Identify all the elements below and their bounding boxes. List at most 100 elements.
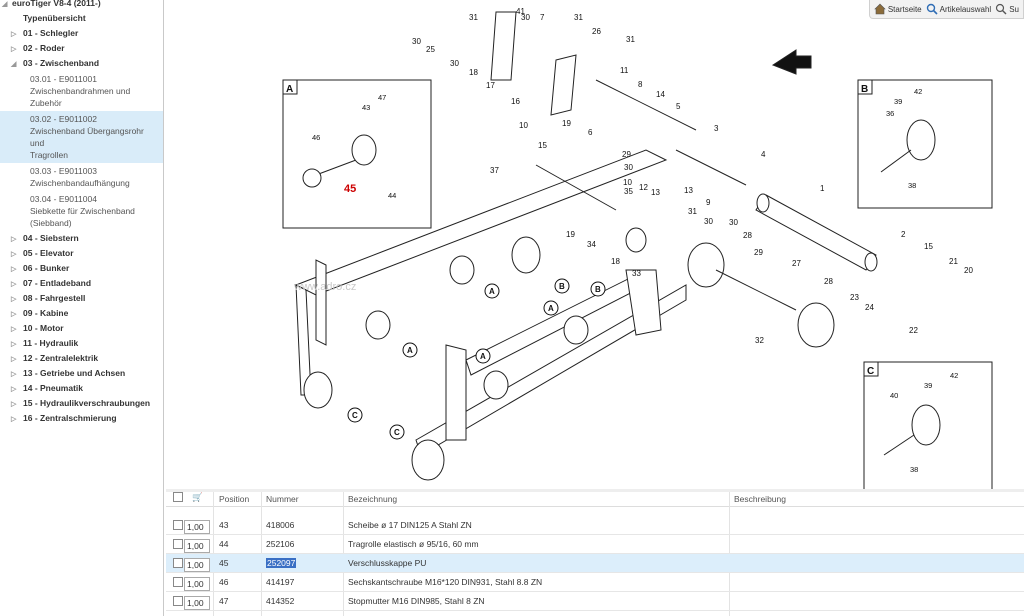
inset-callout-number[interactable]: 47 — [378, 93, 386, 102]
tree-item-6[interactable]: ▷06 - Bunker — [0, 261, 163, 276]
article-selection-button[interactable]: Artikelauswahl — [926, 3, 991, 15]
col-beschreibung[interactable]: Beschreibung — [734, 494, 786, 504]
tree-item-11[interactable]: ▷11 - Hydraulik — [0, 336, 163, 351]
callout-number[interactable]: 1 — [820, 184, 825, 193]
tree-item-7[interactable]: ▷07 - Entladeband — [0, 276, 163, 291]
callout-number[interactable]: 3 — [714, 124, 719, 133]
callout-number[interactable]: 13 — [651, 188, 660, 197]
quantity-input[interactable]: 1,00 — [184, 520, 210, 534]
collapse-icon[interactable]: ◢ — [2, 1, 8, 8]
inset-callout-number[interactable]: 38 — [910, 465, 918, 474]
callout-number[interactable]: 31 — [688, 207, 697, 216]
cell-nummer[interactable]: 252106 — [266, 539, 295, 549]
callout-number[interactable]: 30 — [704, 217, 713, 226]
quantity-input[interactable]: 1,00 — [184, 539, 210, 553]
expand-icon[interactable]: ▷ — [11, 311, 17, 318]
inset-callout-number[interactable]: 40 — [890, 391, 898, 400]
callout-number[interactable]: 12 — [639, 183, 648, 192]
expand-icon[interactable]: ▷ — [11, 296, 17, 303]
callout-number[interactable]: 25 — [426, 45, 435, 54]
callout-number[interactable]: 13 — [684, 186, 693, 195]
callout-number[interactable]: 17 — [486, 81, 495, 90]
roller-type-label[interactable]: C — [389, 424, 405, 440]
quantity-input[interactable]: 1,00 — [184, 596, 210, 610]
tree-item-4[interactable]: ▷04 - Siebstern — [0, 231, 163, 246]
inset-callout-number[interactable]: 45 — [344, 183, 356, 195]
callout-number[interactable]: 16 — [511, 97, 520, 106]
tree-item-01[interactable]: ▷01 - Schlegler — [0, 26, 163, 41]
roller-type-label[interactable]: C — [347, 407, 363, 423]
expand-icon[interactable]: ▷ — [11, 416, 17, 423]
callout-number[interactable]: 33 — [632, 269, 641, 278]
panel-splitter[interactable] — [166, 489, 1024, 492]
callout-number[interactable]: 18 — [469, 68, 478, 77]
callout-number[interactable]: 24 — [865, 303, 874, 312]
col-bezeichnung[interactable]: Bezeichnung — [348, 494, 398, 504]
callout-number[interactable]: 4 — [761, 150, 766, 159]
roller-type-label[interactable]: A — [484, 283, 500, 299]
expand-icon[interactable]: ▷ — [11, 371, 17, 378]
callout-number[interactable]: 7 — [540, 13, 545, 22]
callout-number[interactable]: 20 — [964, 266, 973, 275]
callout-number[interactable]: 34 — [587, 240, 596, 249]
callout-number[interactable]: 31 — [574, 13, 583, 22]
callout-number[interactable]: 2 — [901, 230, 906, 239]
inset-callout-number[interactable]: 42 — [950, 371, 958, 380]
row-checkbox[interactable] — [173, 558, 183, 568]
callout-number[interactable]: 23 — [850, 293, 859, 302]
tree-item-12[interactable]: ▷12 - Zentralelektrik — [0, 351, 163, 366]
roller-type-label[interactable]: B — [590, 281, 606, 297]
inset-callout-number[interactable]: 36 — [886, 109, 894, 118]
row-checkbox[interactable] — [173, 577, 183, 587]
expand-icon[interactable]: ▷ — [11, 31, 17, 38]
tree-item-10[interactable]: ▷10 - Motor — [0, 321, 163, 336]
collapse-icon[interactable]: ◢ — [11, 61, 17, 68]
callout-number[interactable]: 30 — [412, 37, 421, 46]
col-position[interactable]: Position — [219, 494, 250, 504]
callout-number[interactable]: 5 — [676, 102, 681, 111]
tree-item-8[interactable]: ▷08 - Fahrgestell — [0, 291, 163, 306]
col-nummer[interactable]: Nummer — [266, 494, 299, 504]
callout-number[interactable]: 15 — [924, 242, 933, 251]
home-button[interactable]: Startseite — [874, 3, 922, 15]
tree-item-13[interactable]: ▷13 - Getriebe und Achsen — [0, 366, 163, 381]
tree-item-03[interactable]: ◢03 - Zwischenband — [0, 56, 163, 71]
cell-nummer[interactable]: 418006 — [266, 520, 295, 530]
inset-callout-number[interactable]: 39 — [924, 381, 932, 390]
tree-item-5[interactable]: ▷05 - Elevator — [0, 246, 163, 261]
search-button[interactable]: Su — [995, 3, 1019, 15]
callout-number[interactable]: 35 — [624, 187, 633, 196]
tree-root[interactable]: ◢euroTiger V8-4 (2011-) — [0, 0, 163, 11]
callout-number[interactable]: 18 — [611, 257, 620, 266]
tree-item-16[interactable]: ▷16 - Zentralschmierung — [0, 411, 163, 426]
row-checkbox[interactable] — [173, 596, 183, 606]
quantity-input[interactable]: 1,00 — [184, 558, 210, 572]
callout-number[interactable]: 30 — [521, 13, 530, 22]
roller-type-label[interactable]: A — [402, 342, 418, 358]
callout-number[interactable]: 15 — [538, 141, 547, 150]
callout-number[interactable]: 37 — [490, 166, 499, 175]
tree-item-02[interactable]: ▷02 - Roder — [0, 41, 163, 56]
tree-item-overview[interactable]: Typenübersicht — [0, 11, 163, 26]
callout-number[interactable]: 8 — [638, 80, 643, 89]
callout-number[interactable]: 22 — [909, 326, 918, 335]
inset-callout-number[interactable]: 43 — [362, 103, 370, 112]
roller-type-label[interactable]: B — [554, 278, 570, 294]
callout-number[interactable]: 30 — [624, 163, 633, 172]
row-checkbox[interactable] — [173, 539, 183, 549]
expand-icon[interactable]: ▷ — [11, 356, 17, 363]
tree-item-14[interactable]: ▷14 - Pneumatik — [0, 381, 163, 396]
callout-number[interactable]: 30 — [450, 59, 459, 68]
cell-nummer[interactable]: 414352 — [266, 596, 295, 606]
callout-number[interactable]: 10 — [519, 121, 528, 130]
callout-number[interactable]: 19 — [562, 119, 571, 128]
expand-icon[interactable]: ▷ — [11, 281, 17, 288]
